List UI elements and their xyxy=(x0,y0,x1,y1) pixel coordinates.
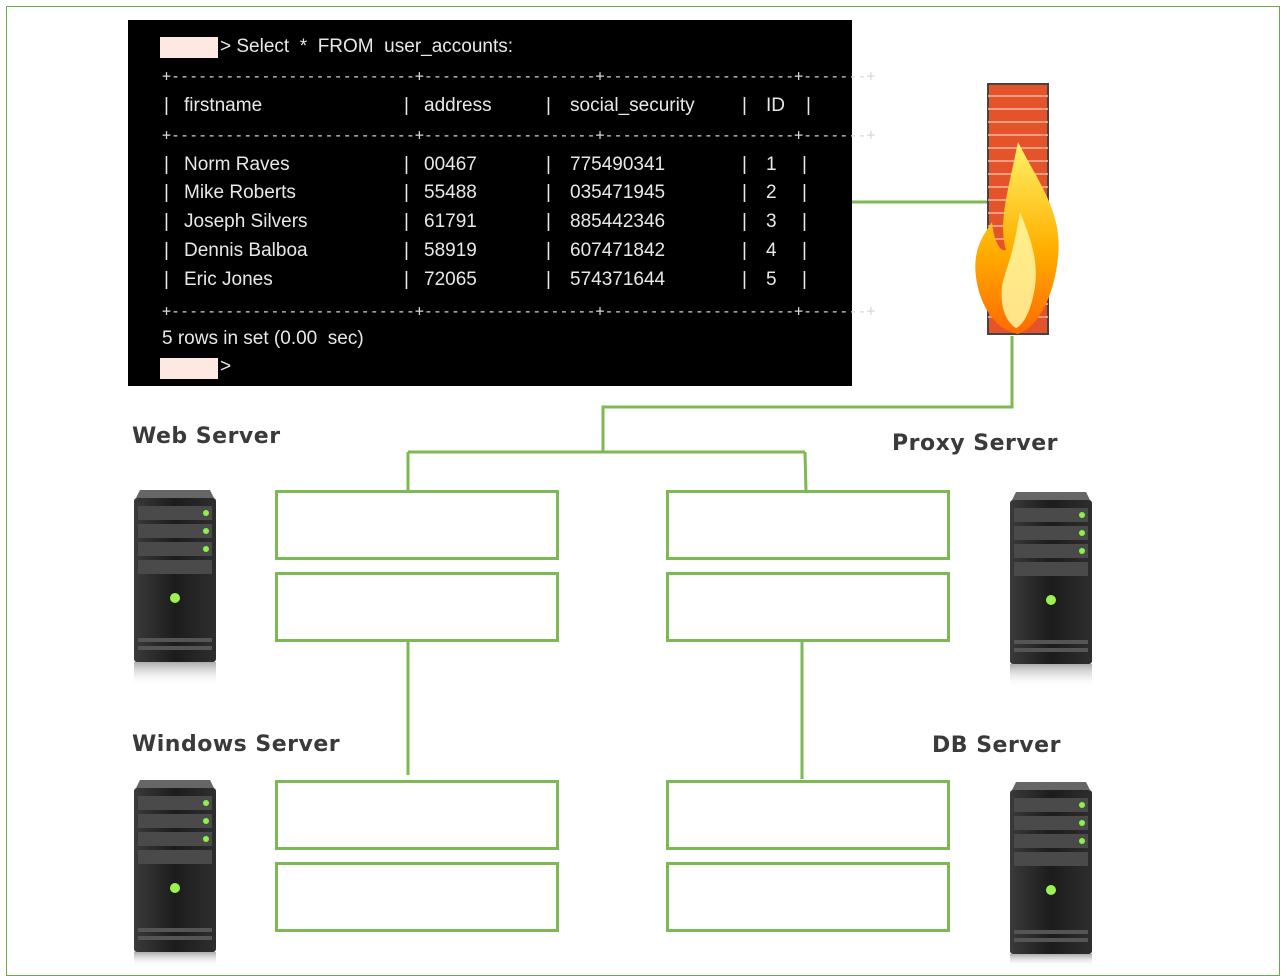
web-server-icon xyxy=(134,490,216,686)
cell-social-security: 574371644 xyxy=(570,269,666,290)
windows-server-box-top xyxy=(275,780,559,850)
cell-id: 3 xyxy=(766,211,777,232)
db-server-box-top xyxy=(666,780,950,850)
firewall-icon xyxy=(975,83,1059,335)
pipe: | xyxy=(164,95,169,116)
cell-id: 2 xyxy=(766,182,777,203)
column-header-social-security: social_security xyxy=(570,95,695,116)
rows-in-set-footer: 5 rows in set (0.00 sec) xyxy=(162,328,364,349)
cell-id: 5 xyxy=(766,269,777,290)
cell-social-security: 775490341 xyxy=(570,154,666,175)
redacted-prompt xyxy=(160,358,218,379)
db-server-label: DB Server xyxy=(932,733,1061,758)
pipe: | xyxy=(546,95,551,116)
cell-firstname: Eric Jones xyxy=(184,269,273,290)
cell-address: 58919 xyxy=(424,240,477,261)
column-header-id: ID xyxy=(766,95,785,116)
web-server-label: Web Server xyxy=(132,424,281,449)
windows-server-label: Windows Server xyxy=(132,732,341,757)
cell-address: 00467 xyxy=(424,154,477,175)
end-prompt: > xyxy=(220,356,232,377)
cell-social-security: 885442346 xyxy=(570,211,666,232)
cell-address: 61791 xyxy=(424,211,477,232)
db-server-box-bottom xyxy=(666,862,950,932)
proxy-server-box-bottom xyxy=(666,572,950,642)
hub-to-right-box-wire xyxy=(803,451,808,493)
web-server-box-bottom xyxy=(275,572,559,642)
proxy-server-box-top xyxy=(666,490,950,560)
cell-address: 55488 xyxy=(424,182,477,203)
proxy-server-icon xyxy=(1010,492,1092,688)
proxy-server-label: Proxy Server xyxy=(892,431,1059,456)
windows-server-box-bottom xyxy=(275,862,559,932)
sql-command: > Select * FROM user_accounts: xyxy=(220,36,514,57)
cell-id: 1 xyxy=(766,154,777,175)
redacted-prompt xyxy=(160,37,218,58)
cell-address: 72065 xyxy=(424,269,477,290)
cell-social-security: 035471945 xyxy=(570,182,666,203)
cell-firstname: Dennis Balboa xyxy=(184,240,308,261)
pipe: | xyxy=(742,95,747,116)
cell-id: 4 xyxy=(766,240,777,261)
table-border-header: +---------------------------+-----------… xyxy=(162,126,876,144)
column-header-firstname: firstname xyxy=(184,95,263,116)
table-border-top: +---------------------------+-----------… xyxy=(162,67,876,85)
firewall-to-hub-wire xyxy=(601,336,1014,452)
pipe: | xyxy=(404,95,409,116)
cell-firstname: Mike Roberts xyxy=(184,182,296,203)
sql-terminal: > Select * FROM user_accounts: +--------… xyxy=(128,20,875,386)
windows-server-icon xyxy=(134,780,216,967)
table-border-bottom: +---------------------------+-----------… xyxy=(162,302,876,320)
pipe: | xyxy=(806,95,811,116)
cell-firstname: Joseph Silvers xyxy=(184,211,308,232)
cell-social-security: 607471842 xyxy=(570,240,666,261)
column-header-address: address xyxy=(424,95,492,116)
web-server-box-top xyxy=(275,490,559,560)
cell-firstname: Norm Raves xyxy=(184,154,290,175)
db-server-icon xyxy=(1010,782,1092,967)
